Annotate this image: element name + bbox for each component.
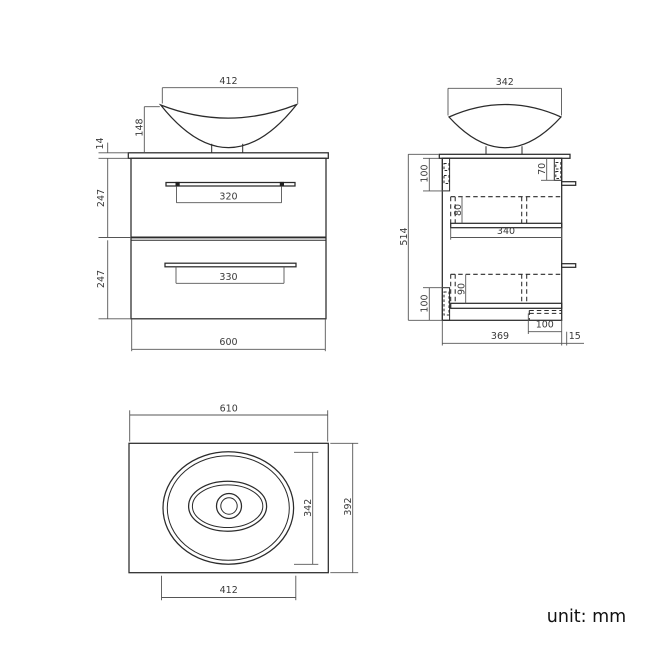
front-view: 412 148 14 247 247 [95, 76, 329, 352]
top-drain-outer [215, 492, 243, 520]
side-rail-bottom-front [441, 287, 451, 321]
dim-side-slide-top-offset: 100 [419, 157, 443, 192]
dim-label-top-counter-depth: 392 [343, 497, 354, 515]
dim-label-top-basin-depth: 342 [303, 499, 314, 517]
dim-label-front-basin-height: 148 [135, 118, 146, 136]
side-rail-top-front-holes-2 [443, 175, 450, 184]
side-basin [447, 103, 563, 149]
top-basin-outer-rim [162, 451, 295, 565]
dim-side-basin-depth: 342 [447, 77, 562, 116]
dim-side-back-recess: 100 [527, 313, 562, 334]
side-rail-top-back [553, 157, 563, 181]
dim-front-cabinet-width: 600 [131, 318, 326, 352]
dim-label-front-cabinet-width: 600 [219, 337, 237, 348]
top-drain-inner [220, 497, 238, 515]
dim-label-front-drawer-top-height: 247 [96, 189, 107, 207]
side-rail-bottom-front-holes [443, 291, 450, 316]
dim-top-counter-depth: 392 [330, 442, 359, 574]
dim-side-overall-height: 514 [399, 153, 442, 321]
front-basin [158, 103, 299, 149]
dim-label-side-basin-depth: 342 [496, 77, 514, 88]
front-handle-bottom [164, 262, 297, 268]
side-wall-bracket-bottom [561, 263, 577, 268]
side-drawer-top-hidden [450, 196, 563, 229]
top-basin-bowl-outer [187, 480, 268, 532]
dim-front-basin-width: 412 [161, 76, 299, 104]
front-handle-top [165, 181, 296, 187]
dim-front-handle-top-spacing: 320 [176, 186, 282, 204]
top-view: 610 392 342 412 [128, 403, 359, 601]
dim-label-side-back-recess: 100 [536, 320, 554, 331]
dim-label-front-basin-width: 412 [219, 76, 237, 87]
side-rail-top-back-holes-1 [555, 162, 562, 170]
side-back-recess-hidden [528, 309, 562, 321]
side-rail-top-front [441, 157, 451, 192]
dim-label-side-wall-gap: 15 [569, 331, 581, 342]
dim-side-back-rail-height: 70 [537, 158, 555, 181]
top-basin-bowl-inner [191, 484, 264, 529]
dim-label-side-back-rail-height: 70 [537, 163, 548, 175]
dim-side-wall-gap: 15 [561, 331, 584, 346]
side-drawer-top-slide [450, 222, 563, 229]
top-countertop [128, 442, 329, 574]
dim-front-basin-height: 148 [135, 106, 160, 153]
dim-label-front-counter-thickness: 14 [95, 137, 106, 149]
dim-label-front-drawer-bottom-height: 247 [96, 270, 107, 288]
side-wall-bracket-top [561, 181, 577, 186]
dim-top-basin-width: 412 [161, 575, 297, 601]
dim-front-drawer-bottom-height: 247 [96, 240, 131, 320]
front-handle-top-screw-right [279, 181, 284, 187]
dim-side-drawer-top-inner: 80 [453, 196, 464, 224]
dim-side-drawer-bottom-inner: 90 [457, 274, 468, 304]
dim-label-side-drawer-bottom-inner: 90 [457, 283, 468, 295]
dim-side-cabinet-depth: 369 [441, 320, 563, 346]
side-drawer-bottom-hidden [450, 273, 563, 309]
dim-label-front-handle-top-spacing: 320 [219, 192, 237, 203]
dim-front-counter-thickness: 14 [95, 137, 129, 159]
dim-label-top-basin-width: 412 [220, 585, 238, 596]
dim-top-basin-depth: 342 [294, 451, 319, 565]
front-countertop [127, 152, 329, 159]
dim-label-side-drawer-top-inner: 80 [453, 204, 464, 216]
dim-label-side-slide-top-offset: 100 [419, 164, 430, 182]
front-handle-top-screw-left [175, 181, 180, 187]
dim-label-side-drawer-length: 340 [497, 226, 515, 237]
side-view: 342 514 100 70 80 [399, 77, 584, 346]
side-rail-top-back-holes-2 [555, 171, 562, 179]
dim-front-drawer-top-height: 247 [96, 158, 131, 238]
dim-label-side-slide-bottom-offset: 100 [419, 294, 430, 312]
dim-label-top-counter-width: 610 [220, 403, 238, 414]
dim-label-side-cabinet-depth: 369 [491, 331, 509, 342]
top-basin-inner-rim [166, 455, 290, 561]
side-cabinet [441, 157, 563, 321]
dim-top-counter-width: 610 [129, 403, 329, 442]
side-rail-top-front-holes-1 [443, 163, 450, 171]
dim-side-drawer-length: 340 [450, 226, 562, 240]
dim-side-slide-bottom-offset: 100 [419, 287, 443, 321]
dim-label-front-handle-bottom-spacing: 330 [219, 272, 237, 283]
dim-label-side-overall-height: 514 [399, 227, 410, 245]
side-drawer-bottom-slide [450, 302, 563, 309]
dim-front-handle-bottom-spacing: 330 [175, 266, 285, 284]
unit-label: unit: mm [547, 607, 626, 627]
